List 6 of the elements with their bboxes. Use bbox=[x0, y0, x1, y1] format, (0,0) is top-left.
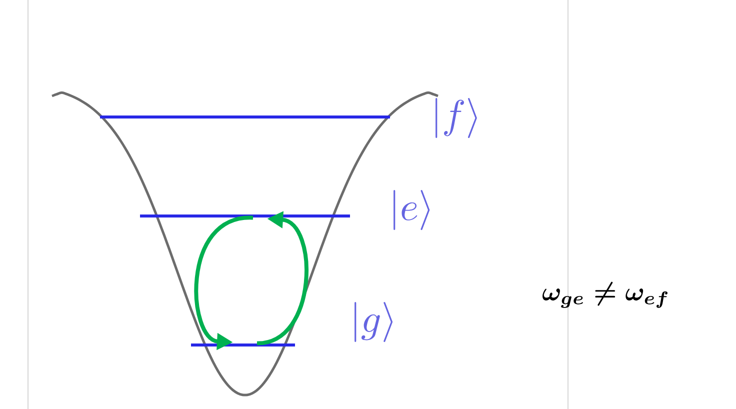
state-label: $|e\rangle$ bbox=[394, 190, 430, 230]
state-label: $|g\rangle$ bbox=[354, 302, 393, 342]
formula: $\boldsymbol{\omega_{ge}\neq\omega_{ef}}$ bbox=[542, 282, 668, 308]
energy-level-line bbox=[140, 214, 350, 218]
energy-level-line bbox=[100, 116, 390, 118]
state-label: $|f\rangle$ bbox=[436, 98, 477, 138]
